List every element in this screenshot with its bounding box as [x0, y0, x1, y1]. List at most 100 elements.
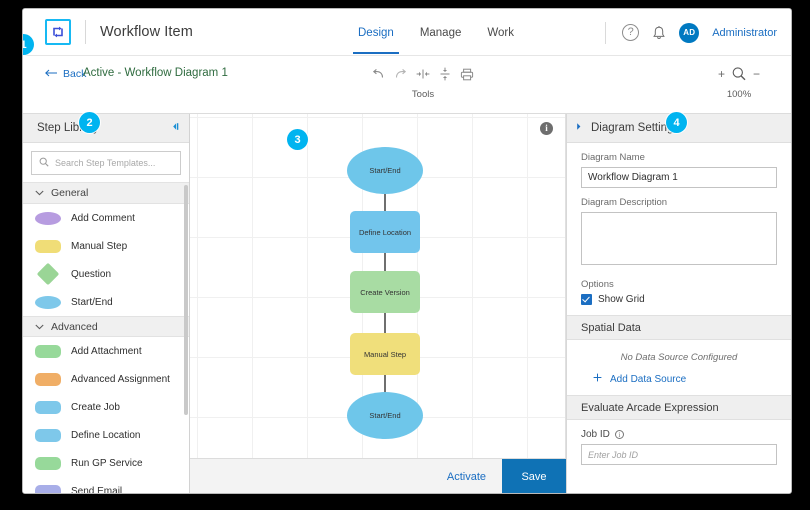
step-item-manual-step[interactable]: Manual Step	[23, 232, 189, 260]
info-outline-icon[interactable]: i	[614, 430, 624, 439]
no-datasource-text: No Data Source Configured	[620, 352, 738, 363]
step-item-run-gp-service[interactable]: Run GP Service	[23, 449, 189, 477]
node-define-location[interactable]: Define Location	[350, 211, 420, 253]
app-title: Workflow Item	[100, 24, 193, 40]
zoom-out-button[interactable]: −	[753, 67, 761, 81]
header-divider	[85, 20, 86, 44]
diagram-description-textarea[interactable]	[581, 212, 777, 265]
step-item-create-job[interactable]: Create Job	[23, 393, 189, 421]
step-swatch-manual-step	[35, 239, 61, 253]
chevron-right-icon[interactable]	[575, 122, 583, 134]
help-icon[interactable]: ?	[622, 24, 640, 41]
step-swatch-run-gp-service	[35, 456, 61, 470]
node-label: Create Version	[360, 287, 410, 297]
callout-2: 2	[79, 112, 100, 133]
avatar[interactable]: AD	[679, 22, 700, 43]
step-library-list: General Add Comment Manual Step Question…	[23, 182, 189, 493]
search-box[interactable]	[31, 151, 181, 175]
arcade-section-header: Evaluate Arcade Expression	[567, 395, 791, 420]
step-library-scrollbar[interactable]	[184, 185, 188, 415]
diagram-settings-body: Diagram Name Diagram Description Options…	[567, 143, 791, 493]
redo-icon[interactable]	[394, 68, 407, 80]
connector-3	[384, 313, 386, 340]
step-group-advanced-label: Advanced	[51, 320, 98, 333]
node-start-end-bottom[interactable]: Start/End	[347, 392, 423, 439]
zoom-icons: + −	[703, 64, 775, 84]
step-item-advanced-assignment[interactable]: Advanced Assignment	[23, 365, 189, 393]
arrow-left-icon	[45, 68, 58, 80]
tools-group: Tools	[363, 64, 483, 100]
sub-header-toolbar: Back Active - Workflow Diagram 1	[23, 56, 791, 114]
callout-3: 3	[287, 129, 308, 150]
step-library-header: Step Library	[23, 114, 189, 143]
plus-icon	[593, 373, 602, 385]
step-swatch-question	[36, 262, 60, 286]
job-id-input[interactable]	[581, 444, 777, 465]
search-icon	[39, 154, 49, 172]
diagram-name-input[interactable]	[581, 167, 777, 188]
connector-1	[384, 194, 386, 221]
collapse-left-icon[interactable]	[171, 122, 180, 134]
step-item-add-comment[interactable]: Add Comment	[23, 204, 189, 232]
diagram-description-field: Diagram Description	[567, 188, 791, 270]
node-label: Manual Step	[363, 349, 407, 359]
step-item-start-end[interactable]: Start/End	[23, 288, 189, 316]
add-data-source-button[interactable]: Add Data Source	[567, 373, 791, 395]
align-horizontal-icon[interactable]	[416, 68, 430, 80]
callout-4: 4	[666, 112, 687, 133]
step-item-question[interactable]: Question	[23, 260, 189, 288]
tools-label: Tools	[411, 89, 435, 100]
undo-icon[interactable]	[372, 68, 385, 80]
node-label: Start/End	[369, 166, 401, 175]
zoom-level: 100%	[726, 89, 752, 100]
show-grid-label: Show Grid	[598, 294, 645, 305]
connector-4	[384, 375, 386, 401]
step-item-send-email[interactable]: Send Email	[23, 477, 189, 493]
align-vertical-icon[interactable]	[439, 67, 451, 81]
step-label: Run GP Service	[71, 457, 143, 469]
node-start-end-top[interactable]: Start/End	[347, 147, 423, 194]
step-swatch-send-email	[35, 484, 61, 493]
step-swatch-add-attachment	[35, 344, 61, 358]
chevron-down-icon	[35, 187, 44, 199]
zoom-in-button[interactable]: +	[717, 67, 725, 81]
step-swatch-create-job	[35, 400, 61, 414]
header-right-divider	[605, 21, 607, 44]
info-icon[interactable]: i	[540, 122, 553, 135]
magnifier-icon[interactable]	[731, 66, 747, 82]
step-label: Advanced Assignment	[71, 373, 170, 385]
tab-manage[interactable]: Manage	[419, 27, 462, 39]
diagram-settings-panel: Diagram Settings Diagram Name Diagram De…	[566, 114, 791, 493]
activate-button[interactable]: Activate	[431, 471, 502, 483]
step-item-define-location[interactable]: Define Location	[23, 421, 189, 449]
diagram-canvas[interactable]: i Start/End Define Location Cr	[190, 114, 566, 458]
step-label: Add Comment	[71, 212, 135, 224]
node-manual-step[interactable]: Manual Step	[350, 333, 420, 375]
print-icon[interactable]	[460, 68, 474, 81]
save-button[interactable]: Save	[502, 458, 566, 493]
back-label: Back	[63, 68, 87, 80]
step-group-general[interactable]: General	[23, 183, 189, 204]
back-button[interactable]: Back	[45, 68, 86, 80]
options-block: Options Show Grid	[567, 270, 791, 305]
step-group-advanced[interactable]: Advanced	[23, 316, 189, 337]
step-item-add-attachment[interactable]: Add Attachment	[23, 337, 189, 365]
tab-work[interactable]: Work	[487, 27, 514, 39]
show-grid-checkbox[interactable]	[581, 294, 592, 305]
diagram-description-label: Diagram Description	[581, 197, 668, 208]
node-create-version[interactable]: Create Version	[350, 271, 420, 313]
diagram-settings-title: Diagram Settings	[591, 122, 680, 134]
search-input[interactable]	[55, 158, 173, 168]
step-label: Create Job	[71, 401, 120, 413]
bell-icon[interactable]	[652, 25, 666, 41]
tab-design[interactable]: Design	[353, 11, 399, 54]
node-label: Define Location	[358, 227, 412, 237]
zoom-group: + − 100%	[703, 64, 775, 100]
step-swatch-define-location	[35, 428, 61, 442]
header-right: ? AD Administrator	[605, 9, 777, 56]
step-swatch-advanced-assignment	[35, 372, 61, 386]
user-name[interactable]: Administrator	[712, 26, 777, 39]
canvas-footer: Activate Save	[190, 458, 566, 493]
workflow-logo-icon[interactable]	[45, 19, 71, 45]
show-grid-row[interactable]: Show Grid	[581, 294, 777, 305]
